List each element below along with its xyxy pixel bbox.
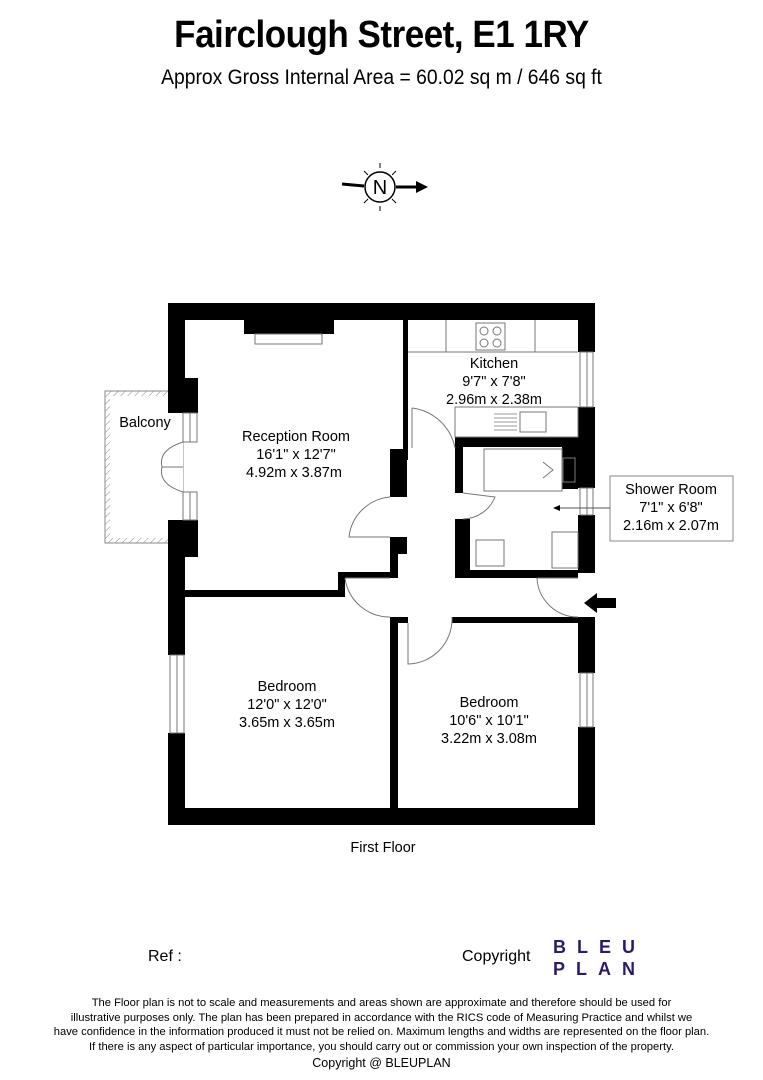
walls xyxy=(168,303,595,825)
room-size-metric: 3.65m x 3.65m xyxy=(239,715,335,731)
room-name: Reception Room xyxy=(242,429,350,445)
copyright-label: Copyright xyxy=(462,948,531,965)
ref-label: Ref : xyxy=(148,948,182,965)
disclaimer-line: have confidence in the information produ… xyxy=(53,1026,710,1039)
logo-line-1: BLEU xyxy=(553,937,646,957)
room-size-metric: 2.96m x 2.38m xyxy=(446,392,542,408)
logo-line-2: PLAN xyxy=(553,959,646,979)
room-size-metric: 4.92m x 3.87m xyxy=(246,465,342,481)
room-label-kitchen: Kitchen 9'7" x 7'8" 2.96m x 2.38m xyxy=(446,356,542,408)
disclaimer-line: illustrative purposes only. The plan has… xyxy=(70,1011,693,1024)
copyright-line: Copyright @ BLEUPLAN xyxy=(312,1055,451,1070)
north-compass-icon: N xyxy=(341,163,428,211)
entrance-arrow-icon xyxy=(584,593,616,613)
room-name: Kitchen xyxy=(470,356,518,372)
room-label-bedroom-2: Bedroom 10'6" x 10'1" 3.22m x 3.08m xyxy=(441,695,537,747)
room-name: Shower Room xyxy=(625,482,717,498)
area-subtitle: Approx Gross Internal Area = 60.02 sq m … xyxy=(161,66,602,89)
room-name-balcony: Balcony xyxy=(119,415,171,431)
compass-label: N xyxy=(373,177,387,199)
page-title: Fairclough Street, E1 1RY xyxy=(174,14,589,56)
room-size-metric: 3.22m x 3.08m xyxy=(441,731,537,747)
room-name: Bedroom xyxy=(460,695,519,711)
room-size-imperial: 10'6" x 10'1" xyxy=(449,713,529,729)
bleuplan-logo: BLEU PLAN xyxy=(553,936,646,980)
room-size-imperial: 7'1" x 6'8" xyxy=(639,500,702,516)
disclaimer-line: The Floor plan is not to scale and measu… xyxy=(91,997,672,1009)
room-size-metric: 2.16m x 2.07m xyxy=(623,518,719,534)
fixtures xyxy=(160,320,594,734)
disclaimer: The Floor plan is not to scale and measu… xyxy=(0,996,763,1071)
room-size-imperial: 12'0" x 12'0" xyxy=(247,697,327,713)
room-name: Bedroom xyxy=(258,679,317,695)
room-label-reception: Reception Room 16'1" x 12'7" 4.92m x 3.8… xyxy=(242,429,350,481)
room-label-shower-room: Shower Room 7'1" x 6'8" 2.16m x 2.07m xyxy=(623,482,719,534)
shower-room-label-box xyxy=(609,475,734,542)
room-label-bedroom-1: Bedroom 12'0" x 12'0" 3.65m x 3.65m xyxy=(239,679,335,731)
floor-label: First Floor xyxy=(350,840,415,856)
disclaimer-line: If there is any aspect of particular imp… xyxy=(89,1041,674,1054)
room-size-imperial: 9'7" x 7'8" xyxy=(462,374,525,390)
room-size-imperial: 16'1" x 12'7" xyxy=(256,447,336,463)
